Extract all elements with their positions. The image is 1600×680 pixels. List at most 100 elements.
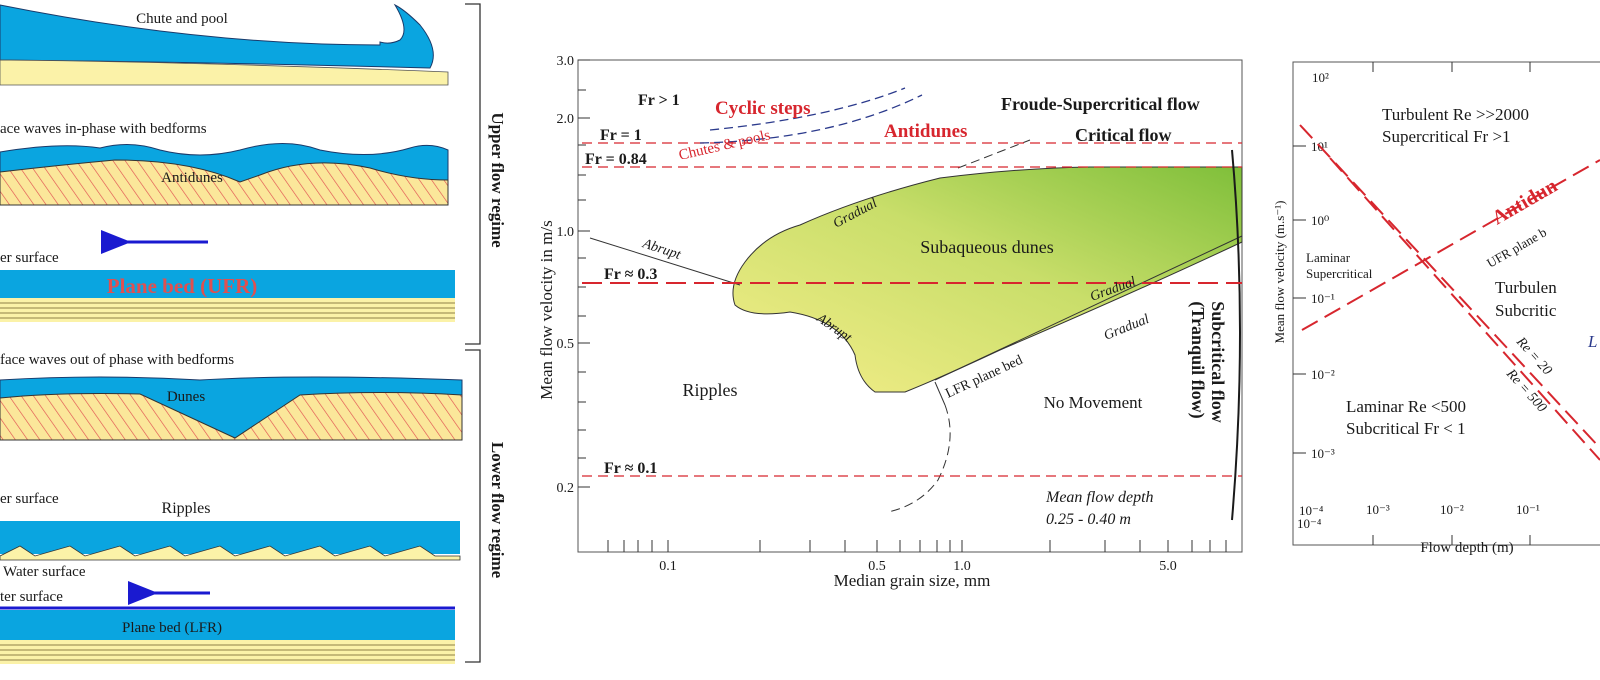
laminar-sub-1: Laminar Re <500 [1346, 397, 1466, 416]
turbulent-super-1: Turbulent Re >>2000 [1382, 105, 1529, 124]
mean-depth-title: Mean flow depth [1045, 489, 1154, 506]
re-500-line [1329, 157, 1600, 461]
upper-regime-label: Upper flow regime [488, 112, 507, 248]
laminar-super-1: Laminar [1306, 250, 1351, 265]
lower-regime-label: Lower flow regime [488, 442, 507, 579]
middle-y-axis-label: Mean flow velocity in m/s [537, 220, 556, 399]
ry-tick-1em3: 10⁻³ [1311, 446, 1335, 461]
chute-pool-panel: Chute and pool [0, 3, 449, 86]
lfr-label: Plane bed (LFR) [122, 620, 222, 636]
ripples-caption: er surface [0, 491, 59, 507]
middle-y-ticks [578, 59, 590, 488]
chute-pool-caption: Chute and pool [136, 11, 228, 27]
x-tick-1-0: 1.0 [953, 559, 971, 574]
ripples-mid-label: Ripples [682, 380, 737, 400]
ry-tick-1e0: 10⁰ [1311, 213, 1329, 228]
fr-0-1-label: Fr ≈ 0.1 [604, 460, 657, 477]
re-2000-line [1299, 124, 1600, 449]
abrupt-upper-label: Abrupt [640, 236, 684, 263]
subcritical-boundary-curve [1231, 149, 1241, 521]
y-tick-3-0: 3.0 [557, 54, 575, 69]
mean-depth-value: 0.25 - 0.40 m [1046, 511, 1131, 528]
right-y-axis-label: Mean flow velocity (m.s⁻¹) [1272, 201, 1287, 344]
left-bedform-panel: Chute and pool ace waves in-phase with b… [0, 3, 507, 664]
x-tick-0-1: 0.1 [659, 559, 677, 574]
regime-brackets: Upper flow regime Lower flow regime [465, 3, 507, 663]
middle-x-ticks [607, 540, 1227, 552]
lfr-caption-2: ter surface [0, 589, 63, 605]
ry-tick-1em4: 10⁻⁴ [1297, 516, 1322, 531]
right-plot-frame [1292, 61, 1600, 546]
lfr-stem [934, 381, 946, 406]
chute-pool-sand [0, 59, 449, 86]
rx-tick-1em2: 10⁻² [1440, 502, 1464, 517]
rx-tick-1em4: 10⁻⁴ [1299, 503, 1324, 518]
right-x-axis-label: Flow depth (m) [1420, 540, 1513, 556]
bedform-stability-chart: 3.0 2.0 1.0 0.5 0.2 [537, 54, 1243, 590]
lfr-caption: Water surface [3, 564, 86, 580]
chutes-pools-label: Chutes & pools [677, 127, 772, 164]
ufr-caption: er surface [0, 250, 59, 266]
tranquil-flow-label: (Tranquil flow) [1187, 301, 1208, 418]
froude-supercritical-label: Froude-Supercritical flow [1001, 94, 1200, 114]
antidunes-panel: ace waves in-phase with bedforms Antidun… [0, 121, 449, 206]
y-tick-1-0: 1.0 [557, 225, 575, 240]
rx-tick-1em1: 10⁻¹ [1516, 502, 1540, 517]
x-tick-5-0: 5.0 [1159, 559, 1177, 574]
laminar-super-2: Supercritical [1306, 266, 1373, 281]
ripple-abrupt-boundary [589, 237, 741, 286]
turbulent-super-2: Supercritical Fr >1 [1382, 127, 1511, 146]
subcritical-flow-label: Subcritical flow [1208, 301, 1228, 423]
subaqueous-dunes-field [732, 166, 1243, 393]
rx-tick-1em3: 10⁻³ [1366, 502, 1390, 517]
flow-regime-chart: 10² 10¹ 10⁰ 10⁻¹ 10⁻² 10⁻³ 10⁻⁴ 10⁻⁴ 10⁻… [1272, 61, 1600, 556]
ry-tick-1e2: 10² [1312, 70, 1329, 85]
chute-boundary-lower [699, 94, 923, 144]
subaqueous-dunes-label: Subaqueous dunes [920, 237, 1054, 257]
ry-tick-1em2: 10⁻² [1311, 367, 1335, 382]
ufr-plane-bed-right-label: UFR plane b [1484, 224, 1549, 270]
ufr-label: Plane bed (UFR) [107, 274, 258, 298]
cyclic-steps-label: Cyclic steps [715, 98, 811, 119]
movement-threshold-curve [887, 404, 951, 513]
right-y-ticks [1293, 145, 1306, 454]
antidunes-right-label: Antidun [1489, 175, 1562, 230]
dunes-caption: face waves out of phase with bedforms [0, 352, 234, 368]
y-tick-0-2: 0.2 [557, 481, 575, 496]
chute-boundary-upper [709, 87, 906, 131]
right-x-ticks [1372, 62, 1531, 545]
dunes-panel: face waves out of phase with bedforms Du… [0, 352, 463, 441]
x-tick-0-5: 0.5 [868, 559, 886, 574]
plane-bed-ufr-panel: er surface Plane bed (UFR) [0, 230, 455, 322]
antidunes-caption: ace waves in-phase with bedforms [0, 121, 207, 137]
turbulent-sub-2: Subcritic [1495, 301, 1557, 320]
chute-pool-water [0, 3, 434, 69]
blue-partial-label: L [1587, 332, 1597, 351]
plane-bed-lfr-panel: Water surface ter surface Plane bed (LFR… [0, 564, 455, 664]
antidunes-mid-label: Antidunes [884, 121, 967, 142]
fr-0-84-label: Fr = 0.84 [585, 151, 647, 168]
lfr-sand [0, 640, 455, 664]
critical-flow-label: Critical flow [1075, 125, 1171, 145]
y-tick-0-5: 0.5 [557, 337, 575, 352]
middle-x-axis-label: Median grain size, mm [834, 571, 991, 590]
ripples-water [0, 521, 460, 554]
antidunes-sand [0, 159, 449, 206]
critical-flow-dash [957, 139, 1031, 169]
ripples-label: Ripples [162, 500, 211, 517]
middle-plot-frame [577, 59, 1243, 553]
froude-diag-line [1301, 159, 1600, 331]
fr-1-label: Fr = 1 [600, 127, 642, 144]
lfr-boundary [934, 235, 1243, 381]
dunes-sand [0, 392, 463, 441]
ripples-panel: er surface Ripples [0, 491, 461, 561]
y-tick-2-0: 2.0 [557, 112, 575, 127]
ufr-water [0, 270, 455, 298]
no-movement-label: No Movement [1044, 393, 1143, 412]
fr-0-3-label: Fr ≈ 0.3 [604, 266, 657, 283]
lfr-water [0, 610, 455, 640]
laminar-sub-2: Subcritical Fr < 1 [1346, 419, 1466, 438]
fr-gt-1-label: Fr > 1 [638, 92, 680, 109]
dunes-label: Dunes [167, 389, 205, 405]
